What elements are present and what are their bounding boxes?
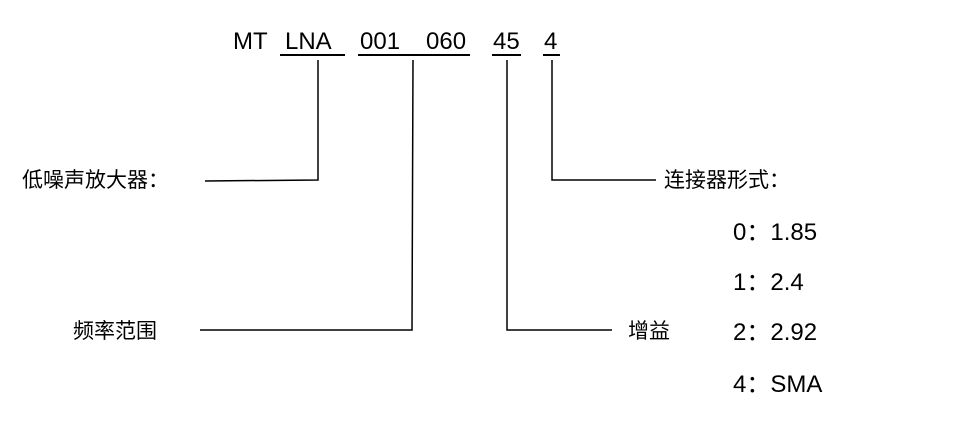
underline-connector: [543, 54, 560, 56]
code-gain: 45: [493, 28, 520, 55]
connector-option: 2：2.92: [733, 319, 818, 346]
leader-gain: [506, 60, 612, 331]
underline-freq: [358, 54, 470, 56]
connector-option: 1：2.4: [733, 269, 804, 296]
underline-gain: [492, 54, 521, 56]
leader-type: [204, 60, 319, 182]
code-freq-start: 001: [360, 28, 401, 55]
label-freq: 频率范围: [73, 319, 157, 343]
code-prefix: MT: [233, 28, 268, 55]
label-type: 低噪声放大器：: [22, 168, 169, 192]
underline-type: [280, 54, 345, 56]
connector-option: 0：1.85: [733, 219, 818, 246]
leader-freq: [200, 59, 414, 331]
code-freq-end: 060: [426, 28, 467, 55]
connector-option: 4：SMA: [733, 371, 823, 398]
leader-connector: [551, 60, 656, 181]
code-type: LNA: [285, 28, 332, 55]
code-connector: 4: [544, 28, 558, 55]
label-connector: 连接器形式：: [664, 168, 790, 192]
label-gain: 增益: [628, 319, 670, 343]
